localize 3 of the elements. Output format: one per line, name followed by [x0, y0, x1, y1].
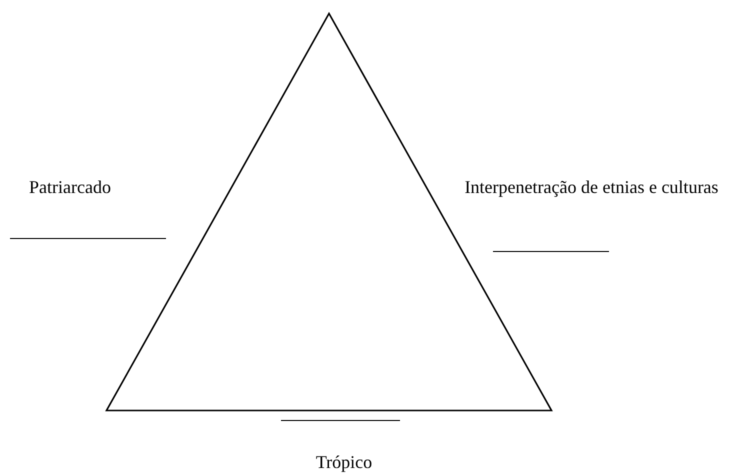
label-text: Patriarcado — [28, 176, 112, 199]
label-text: Trópico — [314, 451, 374, 473]
label-text: Interpenetração de etnias e culturas — [464, 176, 720, 199]
